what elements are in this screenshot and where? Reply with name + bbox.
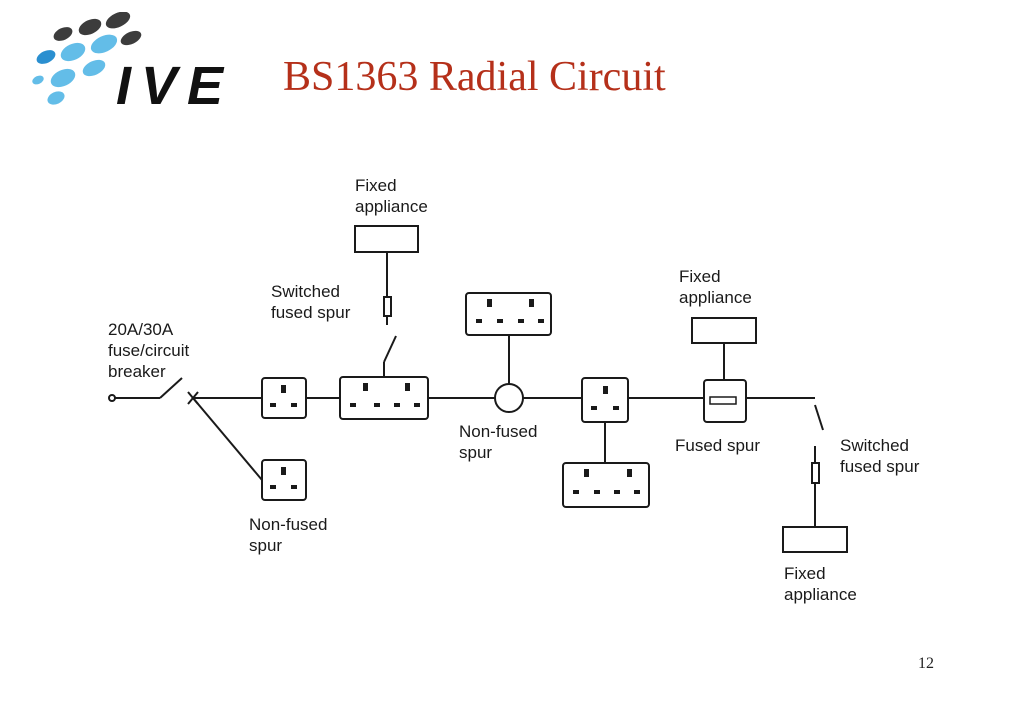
breaker-label-line1: 20A/30A	[108, 320, 174, 339]
switched-spur-right-fuse	[811, 462, 820, 484]
switched-spur-left-label-2: fused spur	[271, 303, 351, 322]
double-socket-upper	[465, 292, 552, 336]
switched-spur-left-label-1: Switched	[271, 282, 340, 301]
fixed-appliance-top-label-1: Fixed	[355, 176, 397, 195]
junction-box	[494, 383, 524, 413]
breaker-contact	[159, 377, 183, 399]
fixed-appliance-bottom-label-2: appliance	[784, 585, 857, 604]
double-socket-lower	[562, 462, 650, 508]
fixed-appliance-bottom-box	[782, 526, 848, 553]
fused-spur-label: Fused spur	[675, 436, 760, 455]
nonfused-spur-left-label-2: spur	[249, 536, 282, 555]
nonfused-spur-mid-label-2: spur	[459, 443, 492, 462]
ive-logo: IVE	[32, 12, 233, 116]
fixed-appliance-top-box	[354, 225, 419, 253]
single-socket-1	[261, 377, 307, 419]
switched-spur-left-switch	[383, 335, 397, 363]
fixed-appliance-bottom-label-1: Fixed	[784, 564, 826, 583]
single-socket-spur-left	[261, 459, 307, 501]
supply-terminal	[108, 394, 116, 402]
fixed-appliance-top-label-2: appliance	[355, 197, 428, 216]
breaker-label-line2: fuse/circuit	[108, 341, 190, 360]
switched-spur-right-switch	[814, 404, 824, 431]
nonfused-spur-left-line	[192, 397, 263, 481]
logo-wordmark: IVE	[116, 56, 233, 116]
switched-spur-right-label-1: Switched	[840, 436, 909, 455]
logo-dots-icon	[32, 12, 142, 105]
fixed-appliance-right-box	[691, 317, 757, 344]
switched-spur-right-label-2: fused spur	[840, 457, 920, 476]
fused-spur-unit	[703, 379, 747, 423]
page-number: 12	[918, 655, 934, 672]
switched-spur-left-fuse	[383, 296, 392, 317]
double-socket-main	[339, 376, 429, 420]
single-socket-2	[581, 377, 629, 423]
nonfused-spur-left-label-1: Non-fused	[249, 515, 327, 534]
fixed-appliance-right-label-2: appliance	[679, 288, 752, 307]
slide-title: BS1363 Radial Circuit	[283, 54, 666, 100]
breaker-label-line3: breaker	[108, 362, 166, 381]
nonfused-spur-mid-label-1: Non-fused	[459, 422, 537, 441]
fixed-appliance-right-label-1: Fixed	[679, 267, 721, 286]
